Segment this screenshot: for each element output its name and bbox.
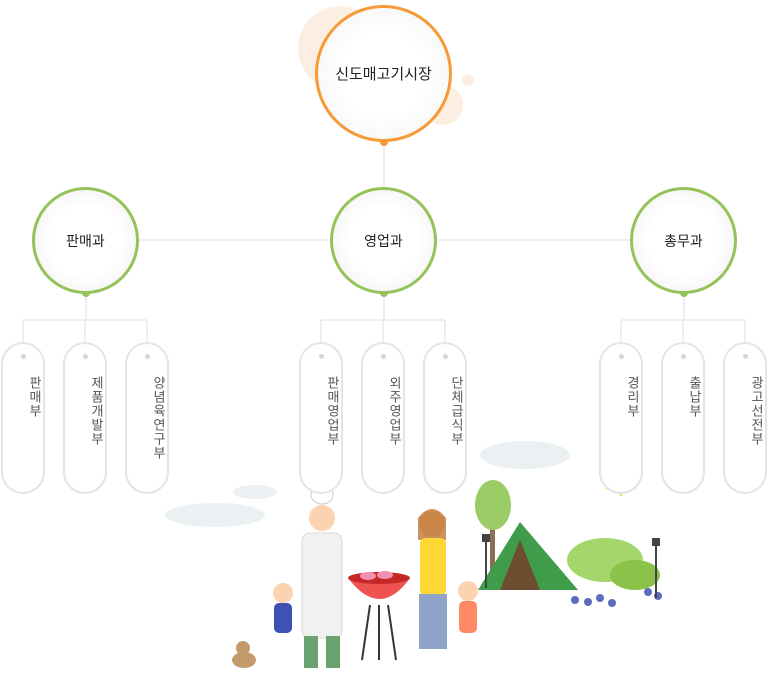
dept-label: 영업과 xyxy=(364,233,403,250)
sub-dept-pill: 판매부 xyxy=(1,342,45,494)
sub-dept-pill: 출납부 xyxy=(661,342,705,494)
sub-dept-pill: 판매영업부 xyxy=(299,342,343,494)
org-root-label: 신도매고기시장 xyxy=(335,65,432,83)
dept-label: 총무과 xyxy=(664,233,703,250)
dept-node-sales: 판매과 xyxy=(32,187,139,294)
sub-dept-label: 광고선전부 xyxy=(748,376,763,446)
sub-dept-label: 양념육연구부 xyxy=(150,376,165,460)
tent-icon xyxy=(478,522,578,590)
sub-dept-pill: 외주영업부 xyxy=(361,342,405,494)
sub-dept-label: 외주영업부 xyxy=(386,376,401,446)
sub-dept-label: 판매영업부 xyxy=(324,376,339,446)
sub-dept-label: 판매부 xyxy=(26,376,41,418)
sub-dept-pill: 제품개발부 xyxy=(63,342,107,494)
sub-dept-pill: 경리부 xyxy=(599,342,643,494)
dept-label: 판매과 xyxy=(66,233,105,250)
dept-node-business: 영업과 xyxy=(330,187,437,294)
sub-dept-label: 출납부 xyxy=(686,376,701,418)
dog-icon xyxy=(232,652,256,668)
bbq-illustration xyxy=(165,441,662,668)
sub-dept-pill: 광고선전부 xyxy=(723,342,767,494)
sub-dept-label: 경리부 xyxy=(624,376,639,418)
sub-dept-label: 단체급식부 xyxy=(448,376,463,446)
decor-bubble xyxy=(462,74,474,86)
dept-node-general-affairs: 총무과 xyxy=(630,187,737,294)
sub-dept-label: 제품개발부 xyxy=(88,376,103,446)
org-root-node: 신도매고기시장 xyxy=(315,5,452,142)
branch-lines xyxy=(22,293,746,342)
grill-icon xyxy=(348,578,410,599)
sub-dept-pill: 단체급식부 xyxy=(423,342,467,494)
sub-dept-pill: 양념육연구부 xyxy=(125,342,169,494)
